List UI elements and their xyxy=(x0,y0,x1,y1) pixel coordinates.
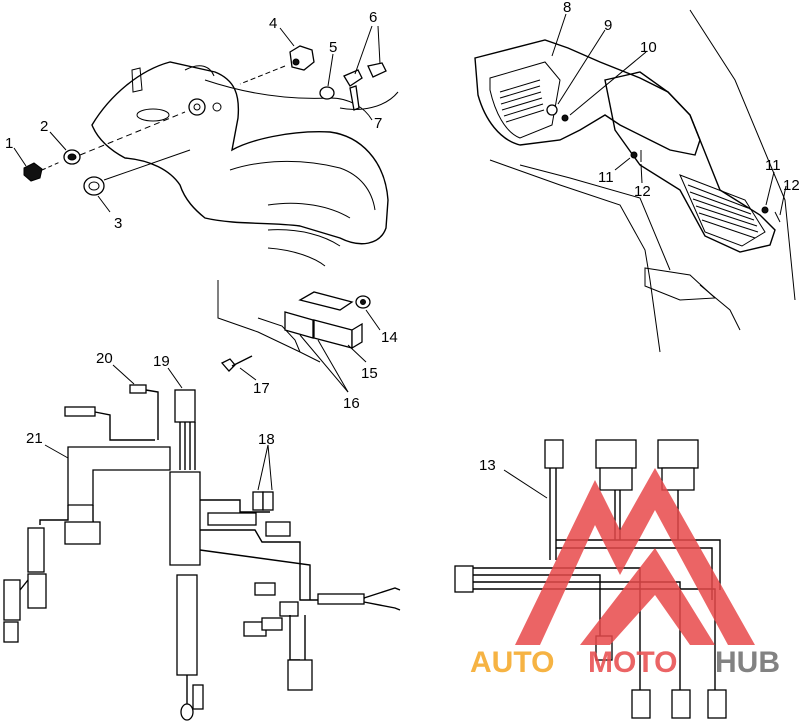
callout-8: 8 xyxy=(563,0,571,16)
side-panel-assembly xyxy=(474,9,796,353)
callout-2: 2 xyxy=(40,118,48,135)
callout-7: 7 xyxy=(374,115,382,132)
callout-11a: 11 xyxy=(598,169,614,186)
watermark-moto: MOTO xyxy=(588,646,677,679)
callout-20: 20 xyxy=(96,350,113,367)
callout-labels: 1 2 3 4 5 6 7 8 9 10 11 11 12 12 13 14 1… xyxy=(5,0,800,474)
hood-assembly xyxy=(91,61,389,267)
wiring-harness-left xyxy=(3,384,401,721)
callout-17: 17 xyxy=(253,380,270,397)
callout-4: 4 xyxy=(269,15,277,32)
callout-13: 13 xyxy=(479,457,496,474)
callout-12a: 12 xyxy=(634,183,651,200)
callout-1: 1 xyxy=(5,135,13,152)
callout-21: 21 xyxy=(26,430,43,447)
watermark-auto: AUTO xyxy=(470,646,554,679)
watermark-triangle-outer xyxy=(515,468,755,645)
callout-19: 19 xyxy=(153,353,170,370)
callout-16: 16 xyxy=(343,395,360,412)
watermark-triangle-inner xyxy=(580,548,715,645)
callout-9: 9 xyxy=(604,17,612,34)
callout-5: 5 xyxy=(329,39,337,56)
callout-14: 14 xyxy=(381,329,398,346)
callout-12b: 12 xyxy=(783,177,800,194)
callout-3: 3 xyxy=(114,215,122,232)
callout-18: 18 xyxy=(258,431,275,448)
leader-lines xyxy=(13,13,787,499)
bracket-assembly xyxy=(217,280,371,372)
callout-6: 6 xyxy=(369,9,377,26)
callout-10: 10 xyxy=(640,39,657,56)
callout-15: 15 xyxy=(361,365,378,382)
watermark-hub: HUB xyxy=(715,646,780,679)
hardware-parts-top-left xyxy=(23,45,399,196)
callout-11b: 11 xyxy=(765,157,781,174)
watermark-logo: AUTO MOTO HUB xyxy=(470,468,780,679)
